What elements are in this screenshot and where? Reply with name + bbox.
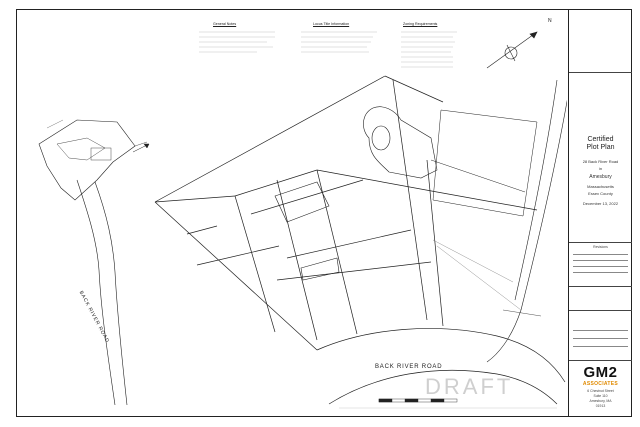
info-row: [573, 330, 628, 331]
north-label: N: [548, 18, 552, 24]
logo-gm2-text: GM2: [583, 364, 618, 381]
revision-row: [573, 272, 628, 273]
logo-divider: [569, 360, 632, 361]
general-notes-heading: General Notes: [213, 22, 237, 26]
info-row: [573, 346, 628, 347]
locus-map: [38, 119, 148, 406]
road-label-main: BACK RIVER ROAD: [375, 364, 443, 370]
revision-row: [573, 260, 628, 261]
site-drawing: [38, 31, 567, 409]
building-outline: [274, 106, 538, 281]
right-boundary: [432, 79, 567, 363]
revision-row: [573, 266, 628, 267]
scale-bar: [378, 398, 458, 403]
in-word: in: [598, 166, 603, 171]
logo-associates-text: ASSOCIATES: [582, 381, 619, 387]
plan-title-line1: Certified: [587, 136, 614, 143]
notes-blocks: [199, 31, 457, 68]
north-arrow: [486, 31, 538, 69]
company-address-4: 01913: [595, 404, 606, 408]
company-address-3: Amesbury, MA: [589, 399, 612, 403]
county-name: Essex County: [588, 191, 613, 196]
revision-row: [573, 254, 628, 255]
info-row: [573, 338, 628, 339]
revisions-heading: Revisions: [593, 245, 608, 249]
plan-date: December 13, 2022: [582, 201, 619, 206]
drawing-frame: General Notes Locus Title Information Zo…: [16, 9, 632, 417]
draft-watermark: DRAFT: [425, 374, 514, 399]
company-address-1: 6 Chestnut Street: [587, 389, 614, 393]
road-curves: [316, 328, 566, 405]
company-address-2: Suite 110: [593, 394, 608, 398]
title-block: Certified Plot Plan 28 Back River Road i…: [568, 10, 632, 416]
prepared-divider: [569, 310, 632, 311]
locus-title-heading: Locus Title Information: [313, 22, 350, 26]
revisions-divider: [569, 242, 632, 243]
zoning-heading: Zoning Requirements: [403, 22, 438, 26]
locus-north-arrow: [132, 143, 150, 153]
state-name: Massachusetts: [587, 184, 614, 189]
plan-title: Certified Plot Plan: [569, 136, 632, 151]
plan-title-line2: Plot Plan: [586, 143, 615, 151]
title-block-divider: [569, 72, 632, 73]
property-address: 28 Back River Road: [582, 159, 619, 164]
company-logo: GM2 ASSOCIATES: [571, 364, 630, 390]
lot-lines: [154, 75, 538, 351]
owner-divider: [569, 286, 632, 287]
town-name: Amesbury: [589, 174, 612, 180]
